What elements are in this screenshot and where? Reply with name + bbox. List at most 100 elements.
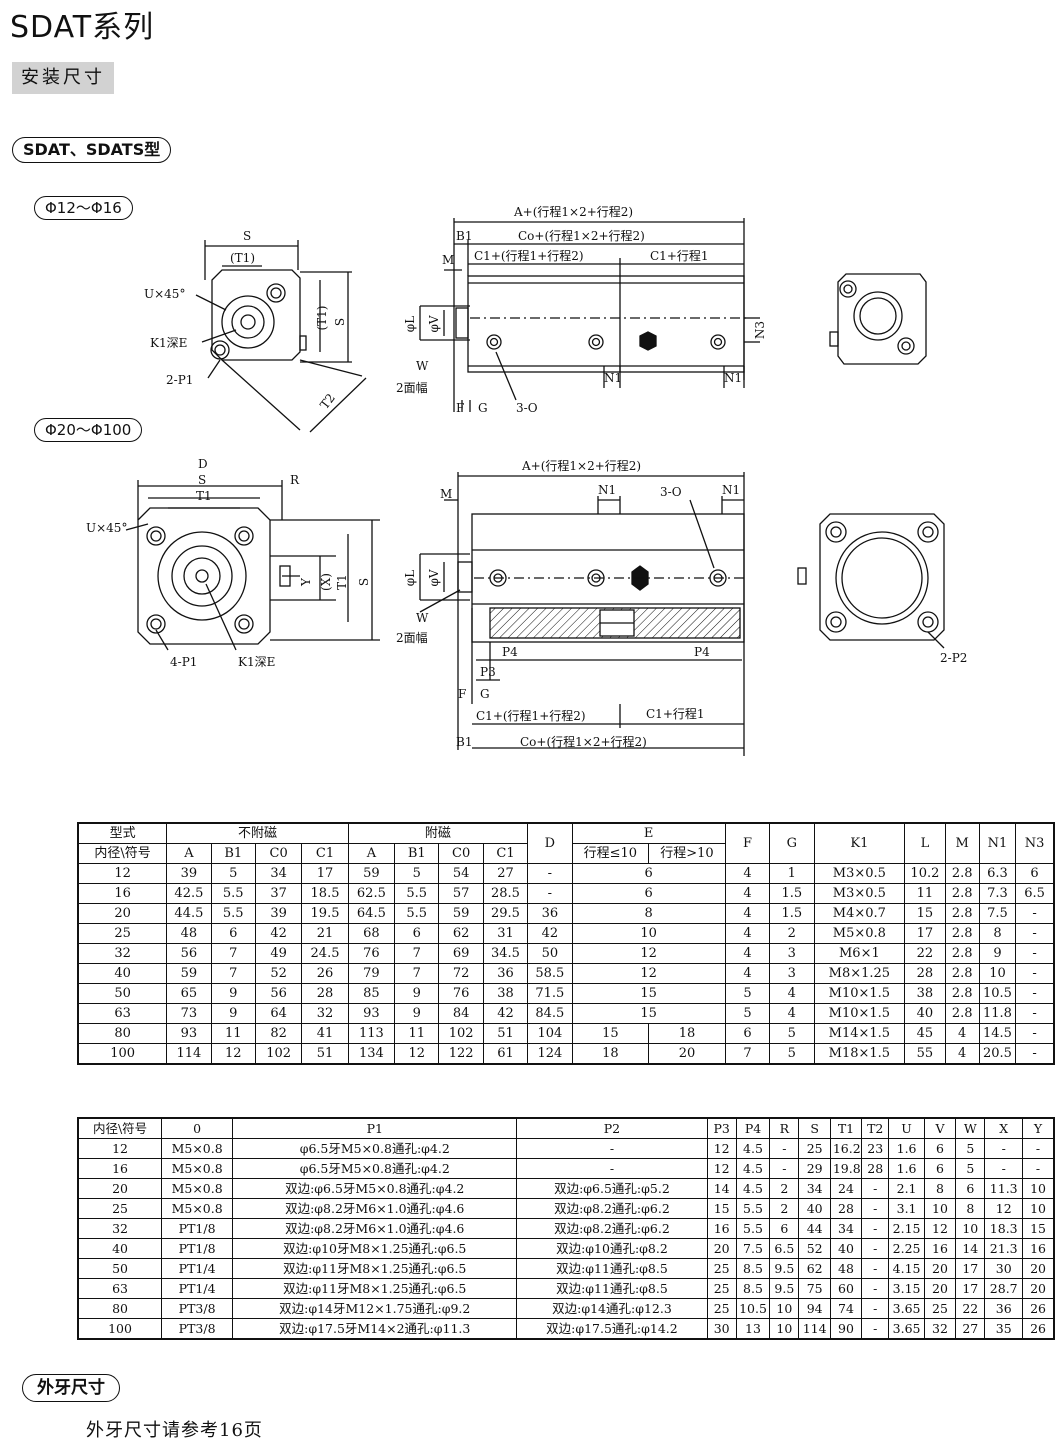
table-cell: 18 xyxy=(571,1043,650,1065)
table-cell: 5 xyxy=(724,983,771,1004)
table-cell: 10 xyxy=(571,923,726,944)
table-cell: 2.8 xyxy=(944,963,980,984)
table-cell: 3.15 xyxy=(888,1278,925,1299)
table-cell: 62.5 xyxy=(347,883,396,904)
table-cell: 31 xyxy=(482,923,529,944)
table-cell: 29.5 xyxy=(482,903,529,924)
table-cell: 6 xyxy=(923,1138,957,1159)
table-header-cell: P4 xyxy=(735,1117,771,1139)
table-cell: 15 xyxy=(706,1198,737,1219)
table-cell: 32 xyxy=(923,1318,957,1340)
table-cell: 104 xyxy=(527,1023,573,1044)
dim-p1-2: 4-P1 xyxy=(170,655,197,669)
table-cell: M3×0.5 xyxy=(813,883,906,904)
table-cell: 2.1 xyxy=(888,1178,925,1199)
table-cell: 4 xyxy=(724,863,771,884)
table-cell: 16 xyxy=(1022,1238,1055,1259)
table-cell: 14.5 xyxy=(978,1023,1017,1044)
dim-c1b: C1+行程1 xyxy=(650,248,709,263)
table-cell: - xyxy=(1022,1158,1055,1179)
table-cell: 2 xyxy=(769,923,815,944)
table-cell: 1.6 xyxy=(888,1158,925,1179)
table-cell: 7 xyxy=(210,963,256,984)
dim-s-vertical: S xyxy=(333,318,347,326)
table-cell: 48 xyxy=(166,923,212,944)
table-cell: 5 xyxy=(394,863,440,884)
table-cell: 50 xyxy=(77,1258,163,1279)
table-cell: - xyxy=(1015,1023,1055,1044)
table-cell: 100 xyxy=(77,1318,163,1340)
table-cell: 25 xyxy=(77,923,168,944)
table-header-cell: V xyxy=(923,1117,957,1139)
table-header-cell: S xyxy=(798,1117,831,1139)
table-cell: 8.5 xyxy=(735,1258,771,1279)
table-cell: 双边:φ6.5通孔:φ5.2 xyxy=(516,1178,708,1199)
dim-phiv-2: φV xyxy=(427,569,441,586)
table-cell: 5.5 xyxy=(210,883,256,904)
table-cell: 双边:φ8.2通孔:φ6.2 xyxy=(516,1218,708,1239)
table-cell: 25 xyxy=(706,1278,737,1299)
table-cell: 38 xyxy=(904,983,946,1004)
table-cell: 6.5 xyxy=(769,1238,800,1259)
table-cell: 20 xyxy=(77,1178,163,1199)
table-cell: 2 xyxy=(769,1198,800,1219)
table-cell: 36 xyxy=(527,903,573,924)
table-cell: 26 xyxy=(301,963,349,984)
th-b1: B1 xyxy=(210,843,256,864)
table-header-cell: Y xyxy=(1022,1117,1055,1139)
dim-w2: 2面幅 xyxy=(396,380,428,395)
table-cell: 21 xyxy=(301,923,349,944)
dim-n3: N3 xyxy=(753,321,767,339)
dim-t1-vertical: (T1) xyxy=(315,305,329,330)
front-view-large xyxy=(125,480,380,651)
table-cell: 15 xyxy=(904,903,946,924)
table-cell: 6 xyxy=(1015,863,1055,884)
table-cell: 26 xyxy=(1022,1318,1055,1340)
table-cell: 27 xyxy=(482,863,529,884)
table-cell: 29 xyxy=(798,1158,831,1179)
dim-n1b-2: N1 xyxy=(722,483,740,497)
table-cell: - xyxy=(984,1138,1024,1159)
table-cell: 2.8 xyxy=(944,943,980,964)
dim-t1-2: T1 xyxy=(196,489,212,503)
table-cell: 12 xyxy=(923,1218,957,1239)
table-cell: 35 xyxy=(984,1318,1024,1340)
table-cell: 64.5 xyxy=(347,903,396,924)
th-c0-mag: C0 xyxy=(438,843,484,864)
table-cell: 16.2 xyxy=(829,1138,863,1159)
table-cell: 15 xyxy=(571,983,726,1004)
table-cell: - xyxy=(984,1158,1024,1179)
dim-f: F xyxy=(456,401,464,415)
table-cell: 4.5 xyxy=(735,1158,771,1179)
table-cell: 20 xyxy=(923,1258,957,1279)
table-cell: 21.3 xyxy=(984,1238,1024,1259)
table-cell: 62 xyxy=(798,1258,831,1279)
table-cell: 7 xyxy=(394,943,440,964)
table-cell: 50 xyxy=(527,943,573,964)
size-label-small: Φ12～Φ16 xyxy=(34,196,133,220)
dim-n1a: N1 xyxy=(604,371,622,385)
table-cell: - xyxy=(769,1158,800,1179)
table-cell: 16 xyxy=(923,1238,957,1259)
external-thread-note: 外牙尺寸请参考16页 xyxy=(86,1420,263,1441)
table-cell: 25 xyxy=(923,1298,957,1319)
table-cell: 7.5 xyxy=(735,1238,771,1259)
table-cell: 54 xyxy=(438,863,484,884)
table-cell: 62 xyxy=(438,923,484,944)
dim-t1-vertical-2: T1 xyxy=(335,574,349,590)
table-cell: 10.5 xyxy=(978,983,1017,1004)
table-cell: 39 xyxy=(166,863,212,884)
table-cell: 63 xyxy=(77,1278,163,1299)
table-cell: 79 xyxy=(347,963,396,984)
table-cell: 28.5 xyxy=(482,883,529,904)
